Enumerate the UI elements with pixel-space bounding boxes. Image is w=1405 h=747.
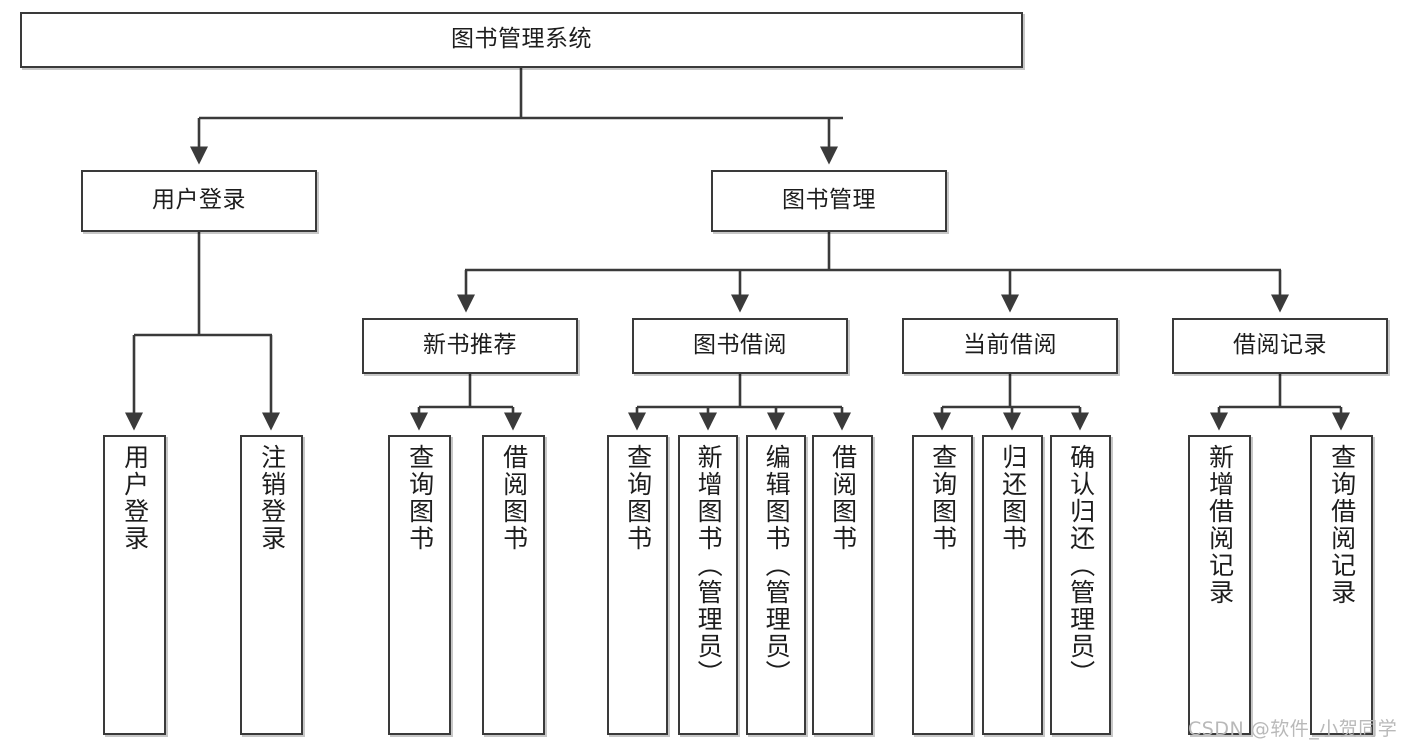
- node-add-book-admin[interactable]: 新增图书（管理员）: [678, 435, 738, 735]
- node-edit-book-admin-label: 编辑图书（管理员）: [762, 444, 792, 687]
- node-edit-book-admin[interactable]: 编辑图书（管理员）: [746, 435, 806, 735]
- node-add-book-admin-label: 新增图书（管理员）: [694, 444, 724, 687]
- node-query-book-1[interactable]: 查询图书: [388, 435, 451, 735]
- node-query-borrow-record-label: 查询借阅记录: [1327, 444, 1357, 606]
- node-new-book-recommend-label: 新书推荐: [423, 332, 517, 359]
- node-book-borrow[interactable]: 图书借阅: [632, 318, 848, 374]
- node-borrow-record[interactable]: 借阅记录: [1172, 318, 1388, 374]
- node-add-borrow-record-label: 新增借阅记录: [1205, 444, 1235, 606]
- node-confirm-return-admin-label: 确认归还（管理员）: [1066, 444, 1096, 687]
- node-user-login-label: 用户登录: [152, 187, 246, 214]
- node-add-borrow-record[interactable]: 新增借阅记录: [1188, 435, 1251, 735]
- node-return-book[interactable]: 归还图书: [982, 435, 1043, 735]
- node-borrow-book-2[interactable]: 借阅图书: [812, 435, 873, 735]
- node-new-book-recommend[interactable]: 新书推荐: [362, 318, 578, 374]
- node-query-borrow-record[interactable]: 查询借阅记录: [1310, 435, 1373, 735]
- node-query-book-1-label: 查询图书: [405, 444, 435, 552]
- node-borrow-book-2-label: 借阅图书: [828, 444, 858, 552]
- watermark-text: CSDN @软件_小贺同学: [1188, 718, 1398, 740]
- node-book-borrow-label: 图书借阅: [693, 332, 787, 359]
- node-root-label: 图书管理系统: [451, 26, 592, 53]
- node-return-book-label: 归还图书: [998, 444, 1028, 552]
- node-user-login-leaf[interactable]: 用户登录: [103, 435, 166, 735]
- node-current-borrow-label: 当前借阅: [963, 332, 1057, 359]
- node-query-book-2-label: 查询图书: [623, 444, 653, 552]
- node-current-borrow[interactable]: 当前借阅: [902, 318, 1118, 374]
- node-confirm-return-admin[interactable]: 确认归还（管理员）: [1050, 435, 1111, 735]
- node-user-login-leaf-label: 用户登录: [120, 444, 150, 552]
- node-borrow-record-label: 借阅记录: [1233, 332, 1327, 359]
- node-query-book-2[interactable]: 查询图书: [607, 435, 668, 735]
- node-query-book-3-label: 查询图书: [928, 444, 958, 552]
- node-book-manage-label: 图书管理: [782, 187, 876, 214]
- node-root[interactable]: 图书管理系统: [20, 12, 1023, 68]
- node-logout-leaf[interactable]: 注销登录: [240, 435, 303, 735]
- node-logout-leaf-label: 注销登录: [257, 444, 287, 552]
- node-user-login[interactable]: 用户登录: [81, 170, 317, 232]
- node-borrow-book-1[interactable]: 借阅图书: [482, 435, 545, 735]
- node-borrow-book-1-label: 借阅图书: [499, 444, 529, 552]
- node-query-book-3[interactable]: 查询图书: [912, 435, 973, 735]
- node-book-manage[interactable]: 图书管理: [711, 170, 947, 232]
